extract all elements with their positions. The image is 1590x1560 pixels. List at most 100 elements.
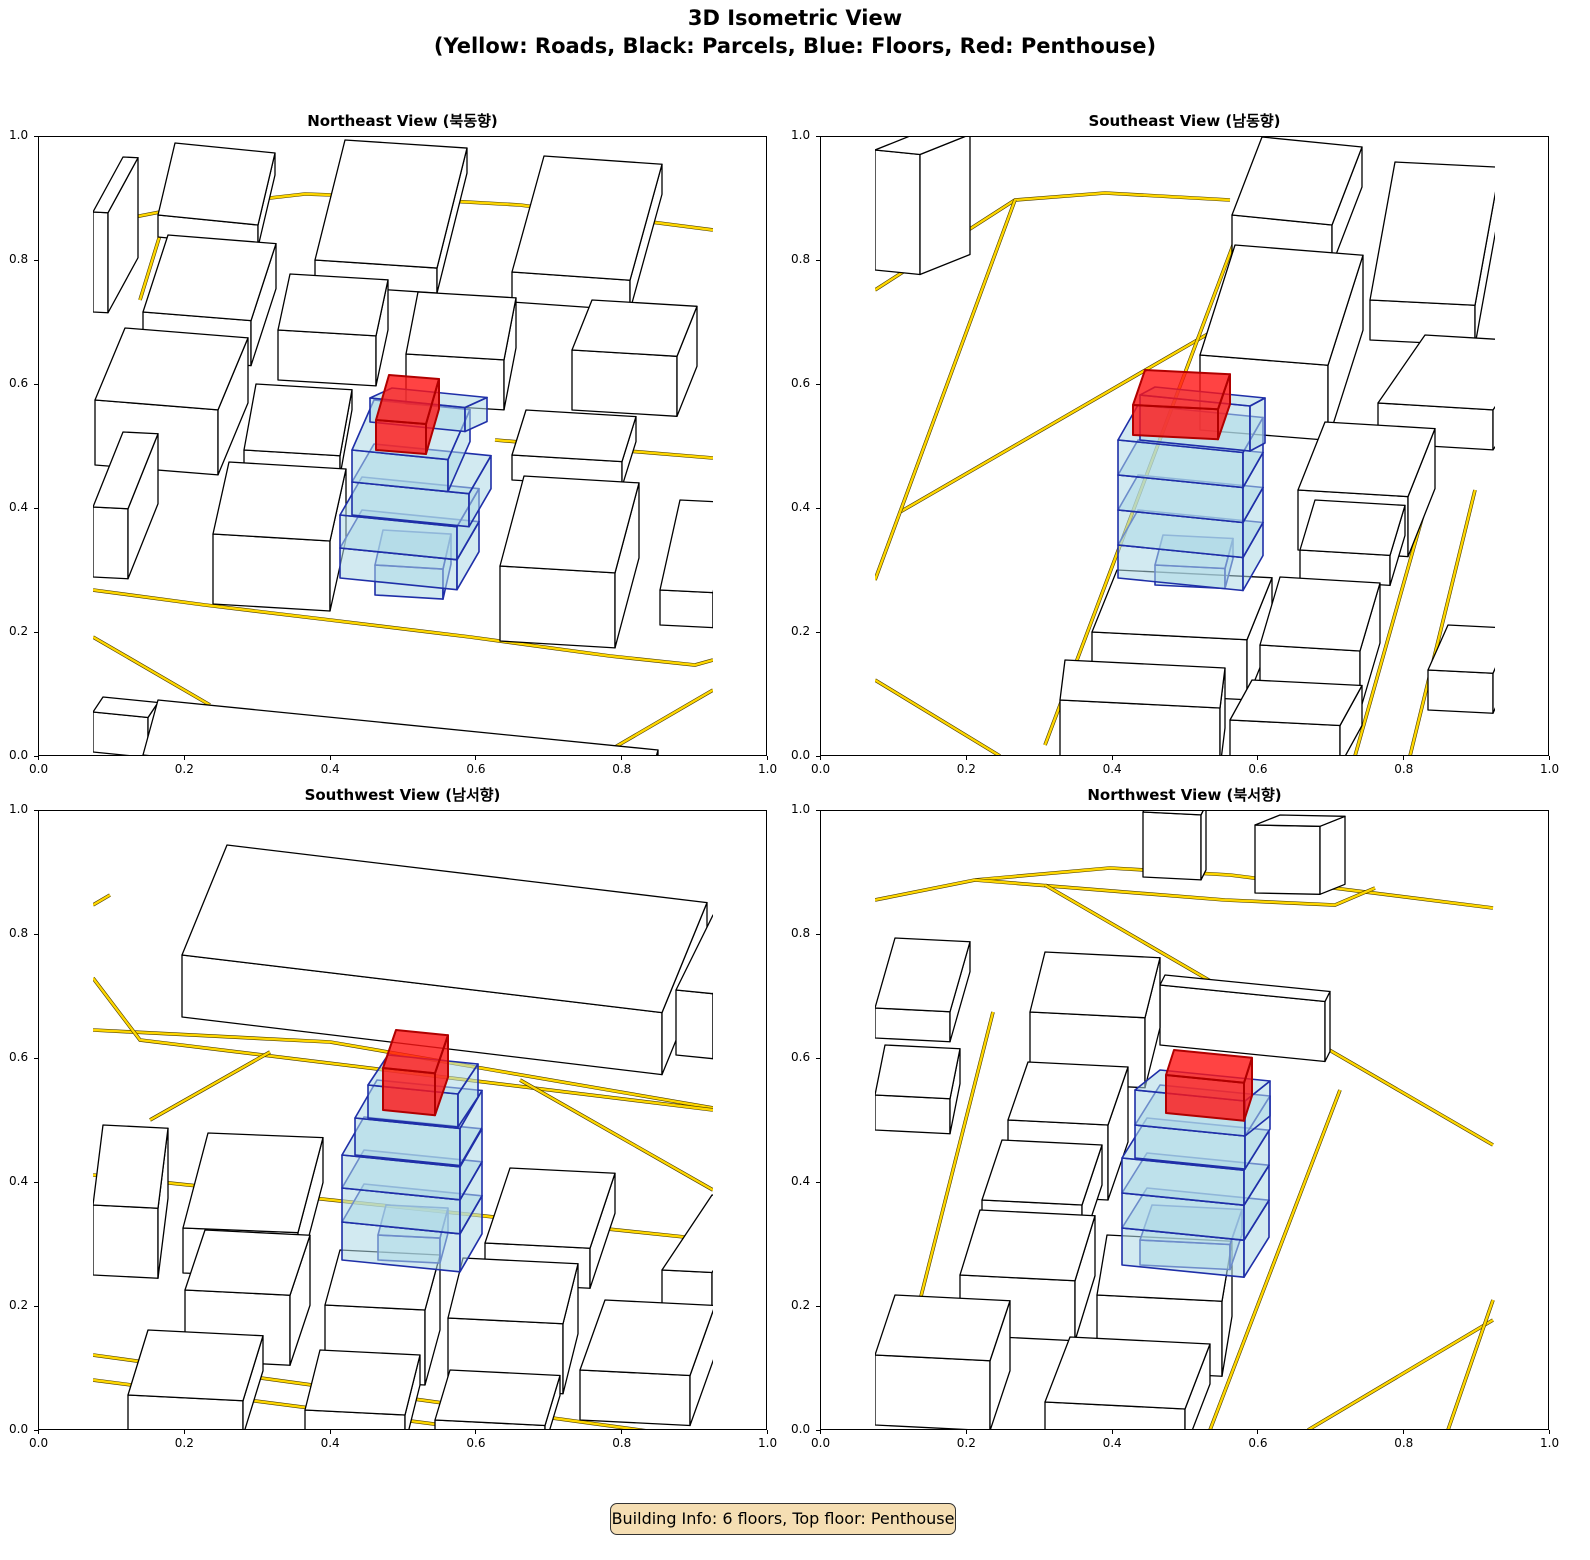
parcel-building bbox=[181, 844, 708, 1076]
y-tick-mark bbox=[816, 384, 820, 385]
panel-title-northeast: Northeast View (북동향) bbox=[307, 112, 498, 130]
top-face bbox=[1059, 659, 1226, 709]
y-tick-mark bbox=[816, 1430, 820, 1431]
y-tick-label: 1.0 bbox=[791, 128, 811, 142]
top-face bbox=[212, 461, 347, 542]
top-face bbox=[959, 1209, 1096, 1282]
penthouse-box bbox=[1165, 1049, 1253, 1122]
view-southwest-canvas bbox=[38, 810, 767, 1430]
x-tick-label: 0.4 bbox=[1102, 1436, 1122, 1450]
top-face bbox=[1377, 334, 1495, 411]
y-tick-mark bbox=[816, 260, 820, 261]
parcel-building bbox=[511, 155, 663, 311]
x-tick-mark bbox=[329, 756, 331, 760]
parcel-building bbox=[127, 1329, 264, 1430]
y-tick-label: 0.2 bbox=[791, 624, 811, 638]
y-tick-mark bbox=[34, 384, 38, 385]
x-tick-label: 1.0 bbox=[1540, 1436, 1560, 1450]
axes-frame bbox=[38, 136, 767, 756]
axes-frame bbox=[820, 810, 1549, 1430]
x-tick-mark bbox=[767, 1430, 768, 1434]
top-face bbox=[1427, 624, 1495, 674]
x-tick-mark bbox=[965, 756, 967, 760]
top-face bbox=[405, 291, 517, 361]
parcel-building bbox=[212, 461, 347, 612]
penthouse-box bbox=[375, 374, 440, 455]
parcel-building bbox=[875, 1044, 961, 1135]
top-face bbox=[434, 1369, 561, 1427]
top-face bbox=[875, 1294, 1011, 1362]
y-tick-mark bbox=[816, 632, 820, 633]
x-tick-label: 0.6 bbox=[1248, 762, 1268, 776]
x-tick-label: 0.4 bbox=[320, 762, 340, 776]
top-face bbox=[181, 844, 708, 1014]
y-tick-label: 0.2 bbox=[791, 1298, 811, 1312]
x-tick-mark bbox=[475, 1430, 477, 1434]
parcel-building bbox=[511, 409, 637, 488]
y-tick-label: 1.0 bbox=[9, 128, 29, 142]
road-line bbox=[93, 1028, 713, 1110]
x-tick-label: 0.2 bbox=[956, 1436, 976, 1450]
top-face bbox=[1229, 679, 1363, 727]
y-tick-label: 0.6 bbox=[9, 376, 29, 390]
front-face bbox=[675, 989, 713, 1060]
front-face bbox=[579, 1369, 691, 1427]
x-tick-mark bbox=[475, 756, 477, 760]
y-tick-label: 0.8 bbox=[9, 926, 29, 940]
front-face bbox=[375, 419, 427, 455]
parcel-building bbox=[277, 273, 389, 387]
parcel-building bbox=[875, 136, 971, 276]
top-face bbox=[1297, 421, 1436, 498]
road-line bbox=[609, 688, 713, 752]
road-line bbox=[93, 893, 111, 907]
y-tick-label: 0.0 bbox=[9, 748, 29, 762]
parcel-building bbox=[1299, 499, 1406, 587]
x-tick-mark bbox=[965, 1430, 967, 1434]
x-tick-label: 0.0 bbox=[29, 1436, 49, 1450]
parcel-building bbox=[1159, 974, 1331, 1063]
top-face bbox=[659, 499, 713, 594]
view-northwest-canvas bbox=[820, 810, 1549, 1430]
parcel-building bbox=[571, 299, 698, 417]
top-face bbox=[375, 374, 440, 425]
y-tick-label: 0.6 bbox=[791, 1050, 811, 1064]
top-face bbox=[1231, 136, 1363, 226]
top-face bbox=[1299, 499, 1406, 557]
parcel-building bbox=[659, 499, 713, 629]
x-tick-label: 0.8 bbox=[1394, 762, 1414, 776]
panel-title-northwest: Northwest View (북서향) bbox=[1087, 786, 1282, 804]
x-tick-mark bbox=[767, 756, 768, 760]
y-tick-mark bbox=[816, 136, 820, 137]
top-face bbox=[511, 155, 663, 281]
y-tick-label: 1.0 bbox=[791, 802, 811, 816]
axes-frame bbox=[820, 136, 1549, 756]
x-tick-mark bbox=[1403, 1430, 1405, 1434]
front-face bbox=[875, 149, 921, 276]
road-line bbox=[149, 1050, 271, 1122]
y-tick-label: 0.6 bbox=[9, 1050, 29, 1064]
front-face bbox=[93, 211, 109, 314]
parcel-building bbox=[1427, 624, 1495, 714]
figure-title: 3D Isometric View bbox=[687, 6, 903, 30]
top-face bbox=[1029, 951, 1161, 1019]
parcel-building bbox=[875, 937, 971, 1043]
panel-title-southwest: Southwest View (남서향) bbox=[304, 786, 501, 804]
x-tick-mark bbox=[1111, 1430, 1113, 1434]
top-face bbox=[127, 1329, 264, 1402]
top-face bbox=[661, 1194, 713, 1274]
top-face bbox=[304, 1349, 421, 1416]
top-face bbox=[1007, 1061, 1129, 1126]
x-tick-mark bbox=[621, 756, 623, 760]
y-tick-label: 0.4 bbox=[9, 500, 29, 514]
parcel-building bbox=[1044, 1336, 1211, 1430]
top-face bbox=[675, 914, 713, 995]
front-face bbox=[571, 349, 678, 417]
x-tick-mark bbox=[38, 756, 39, 760]
y-tick-label: 0.2 bbox=[9, 624, 29, 638]
front-face bbox=[382, 1067, 436, 1117]
top-face bbox=[93, 1124, 169, 1209]
top-face bbox=[382, 1029, 449, 1075]
y-tick-mark bbox=[34, 756, 38, 757]
parcel-building bbox=[304, 1349, 421, 1430]
front-face bbox=[212, 533, 331, 612]
